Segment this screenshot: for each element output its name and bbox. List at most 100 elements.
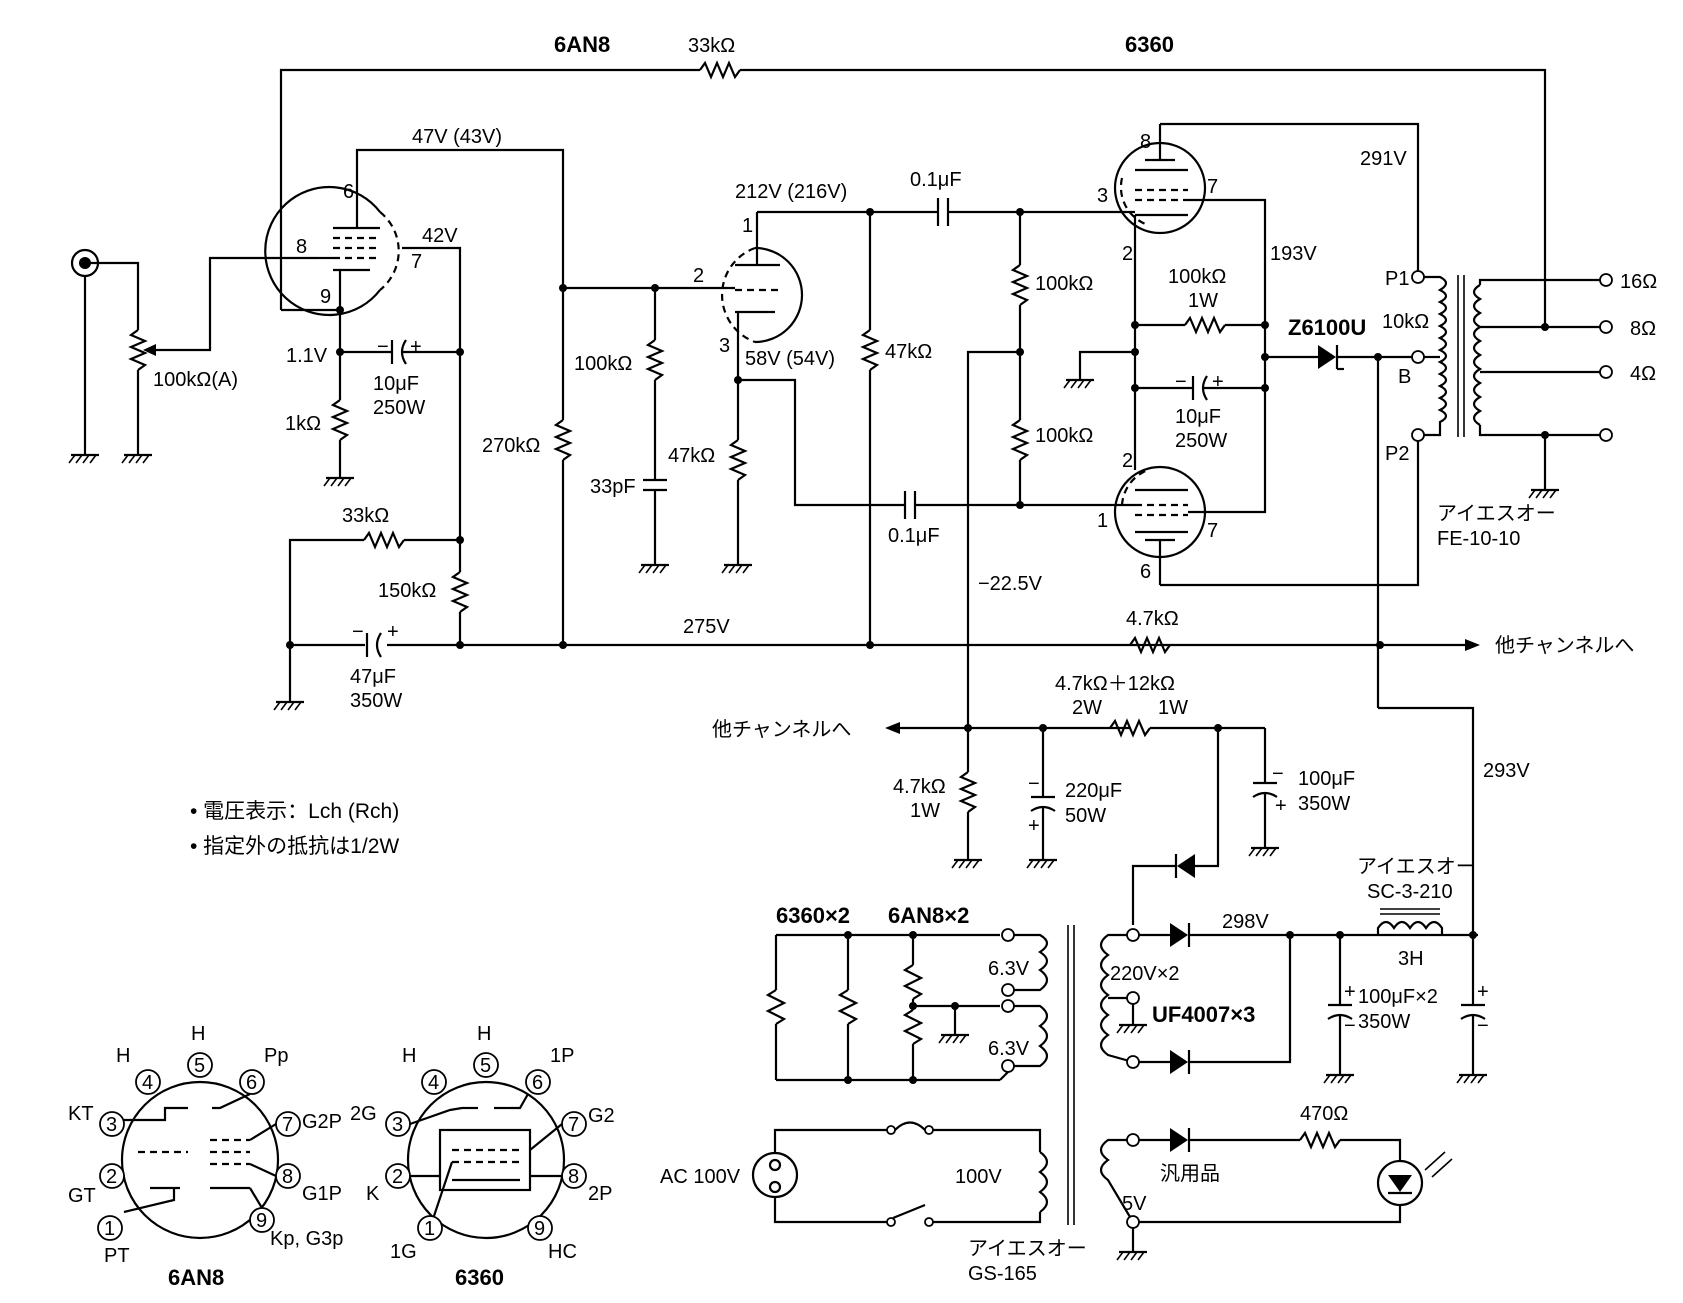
pin-name: H bbox=[477, 1023, 491, 1045]
cap-220uf: 220μF bbox=[1065, 780, 1122, 802]
power-tr-model: GS-165 bbox=[968, 1263, 1037, 1285]
pin-label: 6 bbox=[343, 181, 354, 203]
pin-num: 5 bbox=[194, 1055, 205, 1077]
pinout-6an8 bbox=[97, 1052, 301, 1241]
led-circuit bbox=[1099, 1128, 1453, 1262]
power-tr-maker: アイエスオー bbox=[968, 1238, 1087, 1260]
svg-text:+: + bbox=[1477, 981, 1489, 1003]
pin-num: 4 bbox=[142, 1072, 153, 1094]
out-tr-maker: アイエスオー bbox=[1437, 503, 1556, 525]
pin-num: 7 bbox=[568, 1114, 579, 1136]
ac-input bbox=[751, 1121, 1049, 1227]
r-bias-series: 4.7kΩ＋12kΩ bbox=[1055, 673, 1175, 695]
pin-num: 1 bbox=[424, 1218, 435, 1240]
r-33k-b: 33kΩ bbox=[342, 505, 389, 527]
svg-text:−: − bbox=[1272, 763, 1284, 785]
v2-plate-voltage: 212V (216V) bbox=[735, 181, 847, 203]
choke-model: SC-3-210 bbox=[1367, 881, 1453, 903]
pin-num: 7 bbox=[282, 1114, 293, 1136]
label-p1: P1 bbox=[1385, 268, 1409, 290]
out-tr-model: FE-10-10 bbox=[1437, 528, 1520, 550]
cap-bottom-label: 0.1μF bbox=[888, 525, 940, 547]
feedback-resistor-label: 33kΩ bbox=[688, 35, 735, 57]
screen-voltage-193: 193V bbox=[1270, 243, 1317, 265]
tr-impedance: 10kΩ bbox=[1382, 311, 1429, 333]
r-bias-1w: 1W bbox=[1158, 697, 1188, 719]
heater-6360: 6360×2 bbox=[776, 903, 850, 928]
pin-num: 9 bbox=[534, 1218, 545, 1240]
tube-6an8-triode bbox=[698, 212, 804, 380]
cathode-voltage: 1.1V bbox=[286, 345, 328, 367]
pin-num: 3 bbox=[392, 1114, 403, 1136]
r-4k7-bias-rating: 1W bbox=[910, 800, 940, 822]
cap-100uf-rating: 350W bbox=[1298, 793, 1350, 815]
input-jack bbox=[67, 248, 318, 465]
pin-label: 3 bbox=[719, 335, 730, 357]
heater-63v-b: 6.3V bbox=[988, 1038, 1030, 1060]
hv-298: 298V bbox=[1222, 911, 1269, 933]
pinout-6360 bbox=[385, 1052, 587, 1241]
volume-label: 100kΩ(A) bbox=[153, 369, 238, 391]
r-270k: 270kΩ bbox=[482, 435, 540, 457]
r-4k7-bias: 4.7kΩ bbox=[893, 776, 946, 798]
svg-text:−: − bbox=[377, 336, 389, 358]
pin-name: 2P bbox=[588, 1183, 612, 1205]
ac-100v: AC 100V bbox=[660, 1166, 741, 1188]
pin-label: 7 bbox=[1207, 520, 1218, 542]
v1-plate-voltage: 47V (43V) bbox=[412, 126, 502, 148]
tube-6an8-title: 6AN8 bbox=[554, 32, 610, 57]
label-b: B bbox=[1398, 366, 1411, 388]
pin-num: 8 bbox=[568, 1166, 579, 1188]
tube-6360-title: 6360 bbox=[1125, 32, 1174, 57]
v2-cathode-voltage: 58V (54V) bbox=[745, 348, 835, 370]
svg-text:+: + bbox=[387, 621, 399, 643]
cap-47uf: 47μF bbox=[350, 666, 396, 688]
pin-num: 3 bbox=[106, 1114, 117, 1136]
pin-label: 9 bbox=[320, 286, 331, 308]
heater-5v: 5V bbox=[1122, 1193, 1147, 1215]
primary-100v: 100V bbox=[955, 1166, 1002, 1188]
r-100k-grid: 100kΩ bbox=[574, 353, 632, 375]
r-47k-plate: 47kΩ bbox=[885, 341, 932, 363]
pin-name: H bbox=[402, 1045, 416, 1067]
tube-6360-upper bbox=[1113, 124, 1207, 250]
diode-z6100u: Z6100U bbox=[1288, 315, 1366, 340]
cap-10uf-a-rating: 250W bbox=[373, 397, 425, 419]
feedback-wire bbox=[279, 61, 1547, 327]
pinout-6an8-title: 6AN8 bbox=[168, 1265, 224, 1290]
pin-label: 8 bbox=[1140, 131, 1151, 153]
rail-275v: 275V bbox=[683, 616, 730, 638]
pin-num: 2 bbox=[106, 1166, 117, 1188]
pin-label: 2 bbox=[1122, 243, 1133, 265]
pin-name: G1P bbox=[302, 1183, 342, 1205]
pin-name: H bbox=[116, 1045, 130, 1067]
svg-text:+: + bbox=[1028, 815, 1040, 837]
cap-100uf: 100μF bbox=[1298, 768, 1355, 790]
pin-name: KT bbox=[68, 1103, 94, 1125]
svg-text:+: + bbox=[1344, 981, 1356, 1003]
pin-num: 9 bbox=[256, 1210, 267, 1232]
pin-num: 4 bbox=[428, 1072, 439, 1094]
pin-name: HC bbox=[548, 1241, 577, 1263]
voltage-293: 293V bbox=[1483, 760, 1530, 782]
pin-label: 8 bbox=[296, 236, 307, 258]
cap-47uf-rating: 350W bbox=[350, 690, 402, 712]
r-bias-2w: 2W bbox=[1072, 697, 1102, 719]
note-voltage: • 電圧表示：Lch (Rch) bbox=[190, 800, 399, 823]
tube-6360-lower bbox=[1110, 465, 1207, 585]
to-other-channel-left: 他チャンネルへ bbox=[712, 718, 851, 741]
svg-text:−: − bbox=[1477, 1015, 1489, 1037]
r-4k7-rail: 4.7kΩ bbox=[1126, 608, 1179, 630]
cap-10uf-b: 10μF bbox=[1175, 406, 1221, 428]
heater-circuit bbox=[765, 928, 1049, 1084]
heater-63v-a: 6.3V bbox=[988, 958, 1030, 980]
pin-num: 6 bbox=[246, 1072, 257, 1094]
pin-num: 1 bbox=[104, 1218, 115, 1240]
r-100k-1w: 100kΩ bbox=[1168, 266, 1226, 288]
r-470: 470Ω bbox=[1300, 1103, 1348, 1125]
heater-6an8: 6AN8×2 bbox=[888, 903, 969, 928]
pin-name: 1G bbox=[390, 1241, 417, 1263]
cap-100uf-x2-rating: 350W bbox=[1358, 1011, 1410, 1033]
pin-num: 8 bbox=[282, 1166, 293, 1188]
note-resistor: • 指定外の抵抗は1/2W bbox=[190, 835, 399, 858]
